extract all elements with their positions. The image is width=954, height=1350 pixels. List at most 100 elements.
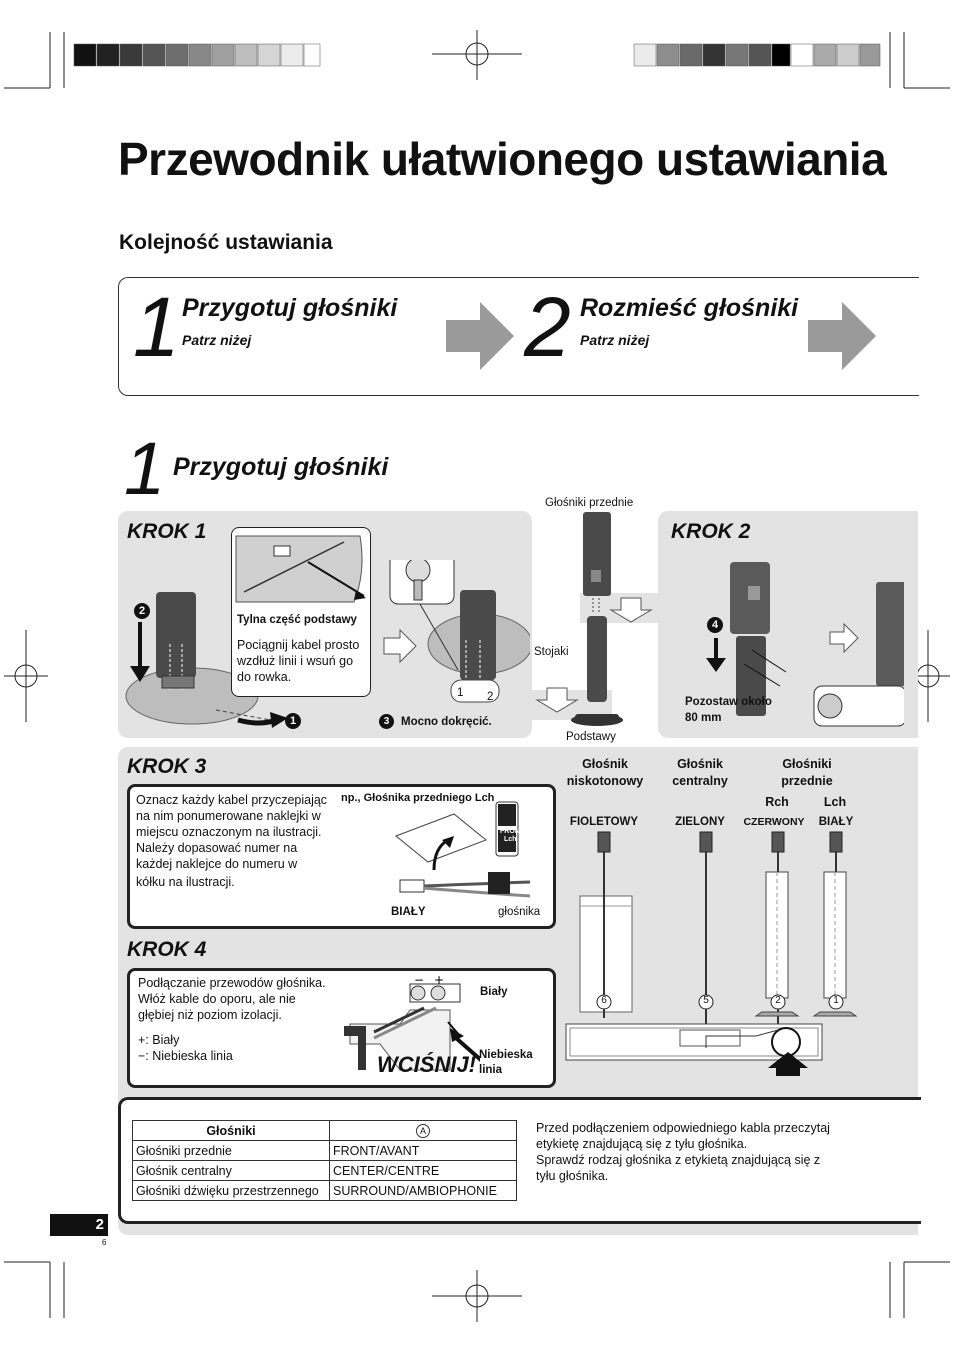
- table-cell: Głośniki przednie: [132, 1140, 330, 1161]
- next-arrow-icon: [808, 302, 876, 370]
- page-number: 2: [50, 1214, 108, 1236]
- page-footnote: 6: [102, 1238, 107, 1247]
- krok4-label-white: Biały: [480, 986, 508, 998]
- number-1: 1: [833, 995, 839, 1006]
- bases-label: Podstawy: [566, 731, 616, 743]
- marker-3: 3: [379, 714, 394, 729]
- color-white: BIAŁY: [818, 816, 854, 828]
- krok4-box: [127, 968, 556, 1088]
- svg-text:−: −: [414, 974, 424, 987]
- krok4-plus-line: +: Biały: [138, 1033, 180, 1047]
- marker-2: 2: [134, 603, 150, 619]
- table-note-3: Sprawdź rodzaj głośnika z etykietą znajd…: [536, 1153, 821, 1167]
- stands-label: Stojaki: [534, 646, 569, 658]
- krok4-text-1: Podłączanie przewodów głośnika.: [138, 976, 326, 990]
- krok3-text-4: Należy dopasować numer na: [136, 841, 298, 855]
- krok3-box: [127, 784, 556, 929]
- rch-label: Rch: [765, 795, 789, 809]
- sequence-step-1-note: Patrz niżej: [182, 332, 252, 348]
- krok3-label-white: BIAŁY: [391, 906, 426, 918]
- krok3-text-3: miejscu oznaczonym na ilustracji.: [136, 825, 322, 839]
- table-note-2: etykietę znajdującą się z tyłu głośnika.: [536, 1137, 748, 1151]
- front-group-name-2: przednie: [781, 774, 833, 788]
- speaker-stand-assembly: [535, 512, 653, 726]
- circled-a: A: [416, 1124, 430, 1138]
- table-note-1: Przed podłączeniem odpowiedniego kabla p…: [536, 1121, 830, 1135]
- krok4-label-blue-2: linia: [479, 1064, 503, 1076]
- center-name-2: centralny: [672, 774, 728, 788]
- krok4-text-2: Włóż kable do oporu, ale nie: [138, 992, 296, 1006]
- krok3-text-2: na nim ponumerowane naklejki w: [136, 809, 321, 823]
- krok2-illustration: [706, 562, 904, 727]
- color-green: ZIELONY: [675, 816, 725, 828]
- sequence-step-2-note: Patrz niżej: [580, 332, 650, 348]
- center-name-1: Głośnik: [677, 757, 723, 771]
- krok2-note-line-1: Pozostaw około: [685, 696, 772, 708]
- krok2-note-line-2: 80 mm: [685, 712, 722, 724]
- svg-text:+: +: [434, 974, 444, 987]
- marker-1: 1: [285, 713, 301, 729]
- table-row: Głośniki przednie FRONT/AVANT: [132, 1140, 517, 1161]
- table-row: Głośnik centralny CENTER/CENTRE: [132, 1160, 517, 1181]
- sticker-lch: Lch: [504, 836, 517, 843]
- krok4-terminal-illustration: − +: [344, 974, 480, 1071]
- krok4-press: WCIŚNIJ!: [377, 1052, 476, 1077]
- table-cell: Głośnik centralny: [132, 1160, 330, 1181]
- krok1-screw-number-1: 1: [457, 687, 464, 699]
- sequence-step-1-number: 1: [133, 280, 180, 374]
- page-subtitle: Kolejność ustawiania: [119, 231, 333, 254]
- krok2-title: KROK 2: [671, 520, 751, 543]
- sticker-front: FRONT: [500, 828, 525, 835]
- table-header-speakers: Głośniki: [132, 1120, 330, 1141]
- table-cell: CENTER/CENTRE: [329, 1160, 517, 1181]
- marker-4: 4: [707, 617, 723, 633]
- color-violet: FIOLETOWY: [569, 816, 639, 828]
- krok3-sticker-illustration: [395, 801, 531, 898]
- number-6: 6: [601, 995, 607, 1006]
- krok1-callout-line-1: Pociągnij kabel prosto: [237, 638, 360, 652]
- setup-sequence-box: [118, 277, 919, 396]
- table-cell: Głośniki dźwięku przestrzennego: [132, 1180, 330, 1201]
- krok4-label-blue-1: Niebieska: [479, 1049, 533, 1061]
- krok1-illustration: [125, 560, 530, 728]
- speaker-label-table: Głośniki A Głośniki przednie FRONT/AVANT…: [132, 1120, 517, 1201]
- krok4-minus-line: −: Niebieska linia: [138, 1049, 233, 1063]
- krok1-callout-line-3: do rowka.: [237, 670, 292, 684]
- krok1-screw-number-2: 2: [487, 691, 494, 703]
- krok3-text-5: każdej naklejce do numeru w: [136, 857, 298, 871]
- krok1-callout-heading: Tylna część podstawy: [237, 614, 357, 626]
- table-cell: FRONT/AVANT: [329, 1140, 517, 1161]
- krok3-label-speaker: głośnika: [498, 906, 541, 918]
- section-title: Przygotuj głośniki: [173, 453, 389, 481]
- table-cell: SURROUND/AMBIOPHONIE: [329, 1180, 517, 1201]
- sequence-step-2-number: 2: [524, 280, 571, 374]
- krok3-example-label: np., Głośnika przedniego Lch: [341, 792, 495, 804]
- section-number: 1: [124, 427, 166, 510]
- number-5: 5: [703, 995, 709, 1006]
- krok1-tighten-label: Mocno dokręcić.: [401, 716, 492, 728]
- base-rear-illustration: [235, 535, 366, 603]
- number-2: 2: [775, 995, 781, 1006]
- krok4-title: KROK 4: [127, 938, 207, 961]
- sequence-step-1-title: Przygotuj głośniki: [182, 294, 398, 322]
- table-note-4: tyłu głośnika.: [536, 1169, 609, 1183]
- sequence-step-2-title: Rozmieść głośniki: [580, 294, 799, 322]
- page-title: Przewodnik ułatwionego ustawiania: [118, 133, 887, 185]
- subwoofer-name-1: Głośnik: [582, 757, 628, 771]
- table-header-a: A: [329, 1120, 517, 1141]
- front-group-name-1: Głośniki: [782, 757, 832, 771]
- krok3-title: KROK 3: [127, 755, 207, 778]
- front-speakers-label: Głośniki przednie: [545, 497, 634, 509]
- next-arrow-icon: [446, 302, 514, 370]
- krok1-callout-line-2: wzdłuż linii i wsuń go: [237, 654, 354, 668]
- speaker-wiring-diagram: [565, 831, 858, 1076]
- subwoofer-name-2: niskotonowy: [566, 774, 644, 788]
- krok3-text-6: kółku na ilustracji.: [136, 875, 235, 889]
- krok4-text-3: głębiej niż poziom izolacji.: [138, 1008, 282, 1022]
- krok1-title: KROK 1: [127, 520, 207, 543]
- table-row: Głośniki dźwięku przestrzennego SURROUND…: [132, 1180, 517, 1201]
- color-red: CZERWONY: [743, 816, 805, 828]
- lch-label: Lch: [823, 795, 847, 809]
- krok3-text-1: Oznacz każdy kabel przyczepiając: [136, 793, 328, 807]
